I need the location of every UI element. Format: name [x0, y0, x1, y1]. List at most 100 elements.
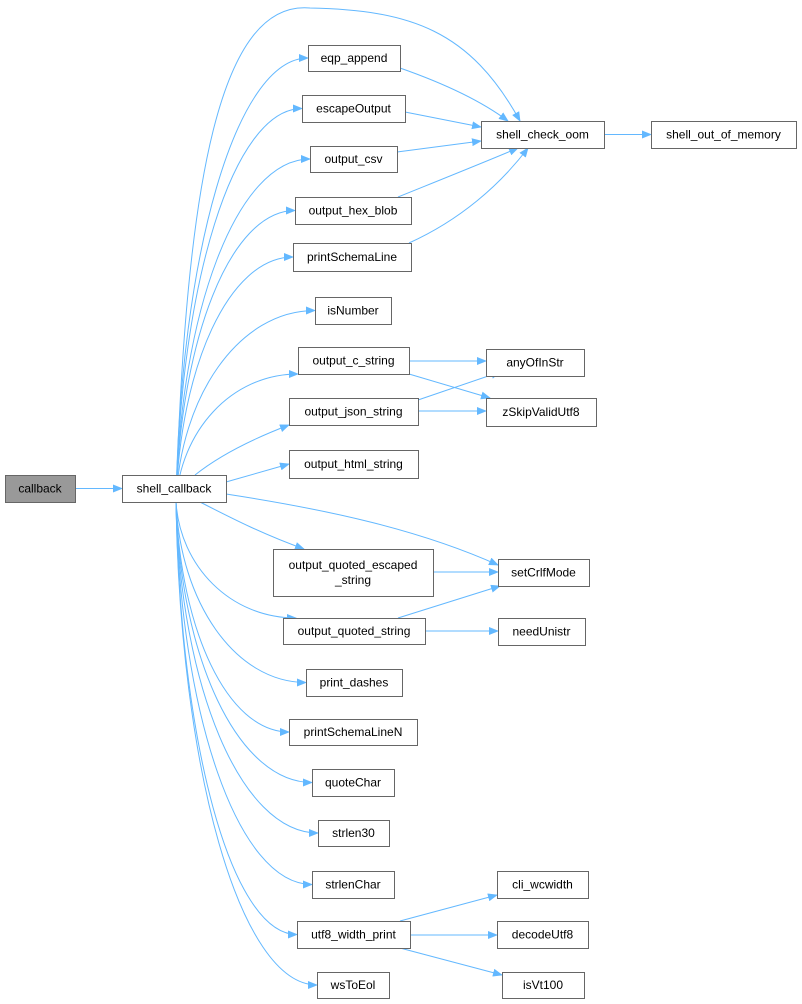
node-box	[312, 769, 395, 797]
node-box	[312, 871, 395, 899]
node-box	[486, 398, 597, 427]
node-label: cli_wcwidth	[512, 878, 573, 892]
edge-utf8_width_print-to-isVt100	[399, 947, 503, 977]
node-label: output_html_string	[304, 457, 403, 471]
node-label: shell_out_of_memory	[666, 128, 781, 142]
node-box	[317, 972, 390, 999]
node-label: eqp_append	[321, 51, 388, 65]
node-box	[289, 450, 419, 479]
node-anyOfInStr[interactable]: anyOfInStr	[486, 349, 585, 377]
node-box	[498, 559, 590, 587]
edge-shell_callback-to-wsToEol	[175, 501, 318, 989]
node-box	[283, 618, 426, 645]
node-label: anyOfInStr	[506, 356, 563, 370]
node-escapeOutput[interactable]: escapeOutput	[302, 95, 406, 123]
node-label: utf8_width_print	[311, 928, 396, 942]
node-eqp_append[interactable]: eqp_append	[308, 45, 401, 72]
node-box	[273, 549, 434, 597]
node-box	[310, 146, 398, 173]
node-output_quoted_escaped_string[interactable]: output_quoted_escaped_string	[273, 549, 434, 597]
node-box	[289, 719, 418, 746]
node-label: zSkipValidUtf8	[502, 405, 579, 419]
node-label: quoteChar	[325, 776, 381, 790]
edge-shell_callback-to-escapeOutput	[175, 104, 303, 503]
node-box	[302, 95, 406, 123]
node-label: setCrlfMode	[511, 566, 576, 580]
node-box	[298, 347, 410, 375]
node-label: output_quoted_escaped	[289, 558, 418, 572]
edge-shell_callback-to-output_json_string	[194, 424, 290, 476]
node-output_csv[interactable]: output_csv	[310, 146, 398, 173]
edge-shell_callback-to-printSchemaLineN	[175, 501, 290, 736]
edge-utf8_width_print-to-cli_wcwidth	[399, 893, 498, 922]
node-strlen30[interactable]: strlen30	[318, 820, 390, 847]
edges-layer	[75, 7, 652, 989]
node-shell_check_oom[interactable]: shell_check_oom	[481, 121, 605, 149]
node-output_hex_blob[interactable]: output_hex_blob	[295, 197, 412, 225]
node-label: callback	[18, 482, 62, 496]
node-printSchemaLineN[interactable]: printSchemaLineN	[289, 719, 418, 746]
node-box	[502, 972, 585, 999]
edge-output_quoted_string-to-setCrlfMode	[397, 584, 501, 619]
edge-shell_callback-to-printSchemaLine	[175, 253, 294, 503]
node-zSkipValidUtf8[interactable]: zSkipValidUtf8	[486, 398, 597, 427]
node-box	[651, 121, 797, 149]
node-isVt100[interactable]: isVt100	[502, 972, 585, 999]
node-box	[295, 197, 412, 225]
node-label: strlen30	[332, 826, 375, 840]
node-output_c_string[interactable]: output_c_string	[298, 347, 410, 375]
edge-printSchemaLine-to-shell_check_oom	[408, 147, 529, 244]
node-needUnistr[interactable]: needUnistr	[498, 618, 586, 646]
node-decodeUtf8[interactable]: decodeUtf8	[497, 921, 589, 949]
node-label: isNumber	[327, 304, 378, 318]
node-callback[interactable]: callback	[5, 475, 76, 503]
node-output_html_string[interactable]: output_html_string	[289, 450, 419, 479]
edge-output_c_string-to-zSkipValidUtf8	[408, 373, 491, 400]
edge-shell_callback-to-print_dashes	[175, 501, 307, 687]
node-output_json_string[interactable]: output_json_string	[289, 398, 419, 426]
node-label: shell_check_oom	[496, 128, 589, 142]
node-label: output_hex_blob	[309, 204, 398, 218]
edge-output_hex_blob-to-shell_check_oom	[397, 147, 519, 198]
node-box	[497, 921, 589, 949]
edge-shell_callback-to-strlenChar	[175, 501, 313, 889]
edge-shell_callback-to-eqp_append	[175, 54, 309, 503]
node-box	[293, 243, 412, 272]
node-label: isVt100	[523, 978, 563, 992]
node-label: printSchemaLineN	[304, 725, 403, 739]
node-box	[318, 820, 390, 847]
node-box	[306, 669, 403, 697]
node-box	[297, 921, 411, 949]
edge-shell_callback-to-shell_check_oom	[175, 7, 521, 503]
node-label: escapeOutput	[316, 102, 391, 116]
node-isNumber[interactable]: isNumber	[315, 297, 392, 325]
node-label: shell_callback	[137, 482, 213, 496]
node-setCrlfMode[interactable]: setCrlfMode	[498, 559, 590, 587]
node-output_quoted_string[interactable]: output_quoted_string	[283, 618, 426, 645]
node-label: wsToEol	[330, 978, 376, 992]
edge-shell_callback-to-output_quoted_escaped_string	[199, 501, 305, 550]
node-label: strlenChar	[325, 878, 380, 892]
node-label: needUnistr	[512, 625, 570, 639]
node-printSchemaLine[interactable]: printSchemaLine	[293, 243, 412, 272]
node-strlenChar[interactable]: strlenChar	[312, 871, 395, 899]
node-wsToEol[interactable]: wsToEol	[317, 972, 390, 999]
node-box	[315, 297, 392, 325]
edge-eqp_append-to-shell_check_oom	[399, 67, 509, 122]
node-label: decodeUtf8	[512, 928, 574, 942]
node-label: output_csv	[324, 152, 382, 166]
edge-shell_callback-to-output_hex_blob	[175, 206, 296, 503]
edge-shell_callback-to-quoteChar	[175, 501, 313, 787]
node-box	[497, 871, 589, 899]
edge-shell_callback-to-output_html_string	[225, 462, 290, 483]
node-shell_out_of_memory[interactable]: shell_out_of_memory	[651, 121, 797, 149]
node-box	[122, 475, 227, 503]
nodes-layer: callback shell_callback eqp_append escapeOu…	[5, 45, 797, 999]
node-quoteChar[interactable]: quoteChar	[312, 769, 395, 797]
node-cli_wcwidth[interactable]: cli_wcwidth	[497, 871, 589, 899]
edge-escapeOutput-to-shell_check_oom	[404, 111, 482, 130]
node-print_dashes[interactable]: print_dashes	[306, 669, 403, 697]
node-shell_callback[interactable]: shell_callback	[122, 475, 227, 503]
node-utf8_width_print[interactable]: utf8_width_print	[297, 921, 411, 949]
